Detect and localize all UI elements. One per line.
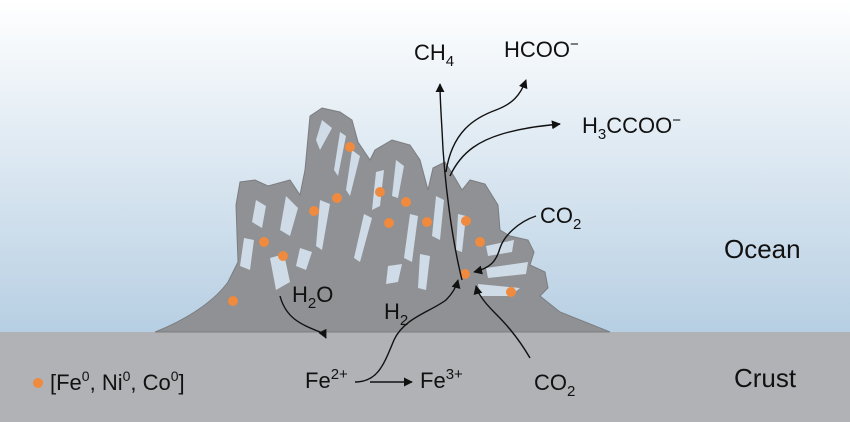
particle-dot [384,218,394,228]
formate-label: HCOO− [504,36,579,62]
particle-dot [278,251,288,261]
crust-label: Crust [734,363,797,393]
particle-dot [475,237,485,247]
particle-dot [375,187,385,197]
particle-dot [309,206,319,216]
particle-dot [345,142,355,152]
particle-dot [401,197,411,207]
particle-dot [228,296,238,306]
particle-dot [422,217,432,227]
legend-particle-dot [33,378,43,388]
ocean-label: Ocean [724,234,801,264]
particle-dot [259,237,269,247]
particle-dot [461,216,471,226]
legend-label: [Fe0, Ni0, Co0] [50,368,185,395]
particle-dot [506,287,516,297]
particle-dot [332,193,342,203]
